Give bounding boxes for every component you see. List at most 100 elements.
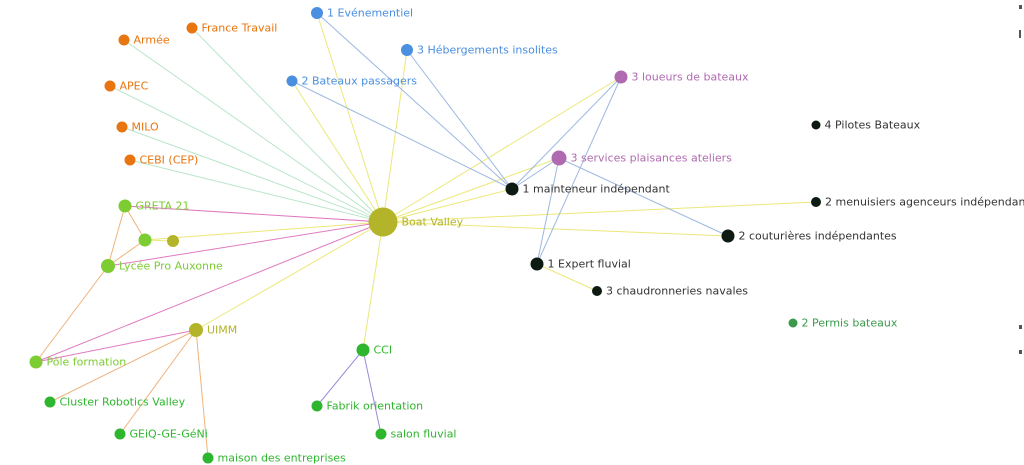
node-dot-lime_small[interactable] (138, 233, 152, 247)
edge-services-couturieres (558, 157, 729, 237)
node-milo[interactable]: MILO (116, 121, 159, 134)
edges-layer (35, 12, 817, 459)
node-lime_small[interactable] (138, 233, 152, 247)
edge-fragment-bottom (1019, 350, 1022, 354)
node-france_travail[interactable]: France Travail (186, 22, 278, 35)
node-dot-permis[interactable] (788, 318, 798, 328)
node-services[interactable]: 3 services plaisances ateliers (551, 150, 733, 166)
node-permis[interactable]: 2 Permis bateaux (788, 317, 898, 330)
node-label-loueurs: 3 loueurs de bateaux (632, 71, 750, 84)
edge-boat_valley-uimm (195, 221, 384, 331)
node-pilotes[interactable]: 4 Pilotes Bateaux (811, 119, 921, 132)
node-dot-fabrik[interactable] (311, 400, 323, 412)
edge-boat_valley-hebergements (382, 49, 408, 223)
node-chaudronneries[interactable]: 3 chaudronneries navales (592, 285, 748, 298)
node-dot-expert[interactable] (530, 257, 544, 271)
node-bateaux_passagers[interactable]: 2 Bateaux passagers (286, 75, 418, 88)
edge-boat_valley-greta (124, 205, 384, 223)
node-olive_small[interactable] (167, 235, 179, 247)
edge-boat_valley-apec (109, 85, 384, 223)
node-expert[interactable]: 1 Expert fluvial (530, 257, 631, 271)
node-dot-menuisiers[interactable] (811, 197, 821, 207)
edge-boat_valley-armee (123, 39, 384, 223)
edge-greta-lime_small (124, 205, 146, 241)
node-label-cebi: CEBI (CEP) (140, 154, 199, 167)
node-dot-services[interactable] (551, 150, 567, 166)
node-label-couturieres: 2 couturières indépendantes (739, 230, 897, 243)
edge-fragment-top (1019, 5, 1022, 9)
node-label-expert: 1 Expert fluvial (548, 258, 631, 271)
node-couturieres[interactable]: 2 couturières indépendantes (721, 229, 897, 243)
edge-services-expert (536, 157, 560, 265)
edge-greta-lycee (107, 205, 126, 267)
edge-cci-salon (362, 349, 382, 435)
node-label-armee: Armée (134, 34, 170, 47)
node-dot-cebi[interactable] (124, 154, 136, 166)
node-dot-armee[interactable] (118, 34, 130, 46)
node-dot-chaudronneries[interactable] (592, 286, 602, 296)
node-maison[interactable]: maison des entreprises (202, 452, 347, 465)
node-label-pilotes: 4 Pilotes Bateaux (825, 119, 921, 132)
node-label-milo: MILO (132, 121, 159, 134)
node-dot-hebergements[interactable] (401, 44, 413, 56)
node-evenementiel[interactable]: 1 Evénementiel (311, 7, 413, 20)
edge-boat_valley-couturieres (382, 221, 729, 237)
edge-uimm-maison (195, 329, 209, 459)
node-cebi[interactable]: CEBI (CEP) (124, 154, 199, 167)
edge-boat_valley-cci (362, 221, 384, 351)
node-label-pole: Pôle formation (47, 356, 127, 369)
node-dot-evenementiel[interactable] (311, 7, 323, 19)
node-label-cluster: Cluster Robotics Valley (60, 396, 186, 409)
node-armee[interactable]: Armée (118, 34, 170, 47)
edge-boat_valley-lycee (107, 221, 384, 267)
edge-boat_valley-services (382, 157, 560, 223)
node-dot-greta[interactable] (118, 199, 132, 213)
edge-fragment-upper (1019, 30, 1021, 38)
node-cluster[interactable]: Cluster Robotics Valley (44, 396, 186, 409)
edge-boat_valley-evenementiel (316, 12, 384, 223)
node-dot-cci[interactable] (356, 343, 370, 357)
node-geiq[interactable]: GEiQ-GE-GéNi (114, 428, 208, 441)
node-dot-france_travail[interactable] (186, 22, 198, 34)
node-fabrik[interactable]: Fabrik orientation (311, 400, 424, 413)
node-dot-cluster[interactable] (44, 396, 56, 408)
node-dot-milo[interactable] (116, 121, 128, 133)
node-dot-maison[interactable] (202, 452, 214, 464)
node-dot-lycee[interactable] (101, 259, 115, 273)
node-dot-uimm[interactable] (189, 323, 203, 337)
node-apec[interactable]: APEC (104, 80, 149, 93)
node-salon[interactable]: salon fluvial (375, 428, 457, 441)
node-lycee[interactable]: Lycée Pro Auxonne (101, 259, 223, 273)
node-dot-olive_small[interactable] (167, 235, 179, 247)
node-menuisiers[interactable]: 2 menuisiers agenceurs indépendants (811, 196, 1024, 209)
node-dot-boat_valley[interactable] (368, 207, 398, 237)
edge-lycee-lime_small (107, 239, 146, 267)
node-label-boat_valley: Boat Valley (402, 216, 464, 229)
edge-boat_valley-pole (35, 221, 384, 363)
node-uimm[interactable]: UIMM (189, 323, 237, 337)
node-cci[interactable]: CCI (356, 343, 393, 357)
node-label-uimm: UIMM (207, 324, 237, 337)
node-pole[interactable]: Pôle formation (29, 355, 127, 369)
node-dot-apec[interactable] (104, 80, 116, 92)
node-dot-mainteneur[interactable] (505, 182, 519, 196)
edge-expert-chaudronneries (536, 263, 598, 292)
node-label-chaudronneries: 3 chaudronneries navales (606, 285, 748, 298)
node-label-hebergements: 3 Hébergements insolites (417, 44, 558, 57)
node-dot-geiq[interactable] (114, 428, 126, 440)
node-dot-pilotes[interactable] (811, 120, 821, 130)
node-boat_valley[interactable]: Boat Valley (368, 207, 464, 237)
nodes-layer: 1 Evénementiel 3 Hébergements insolites 2 … (29, 7, 1024, 465)
node-greta[interactable]: GRETA 21 (118, 199, 190, 213)
node-dot-salon[interactable] (375, 428, 387, 440)
node-loueurs[interactable]: 3 loueurs de bateaux (614, 70, 750, 84)
node-dot-bateaux_passagers[interactable] (286, 75, 298, 87)
node-dot-loueurs[interactable] (614, 70, 628, 84)
node-hebergements[interactable]: 3 Hébergements insolites (401, 44, 558, 57)
edge-loueurs-expert (536, 76, 622, 265)
node-label-mainteneur: 1 mainteneur indépendant (523, 183, 671, 196)
node-mainteneur[interactable]: 1 mainteneur indépendant (505, 182, 671, 196)
node-label-salon: salon fluvial (391, 428, 457, 441)
node-dot-couturieres[interactable] (721, 229, 735, 243)
node-dot-pole[interactable] (29, 355, 43, 369)
